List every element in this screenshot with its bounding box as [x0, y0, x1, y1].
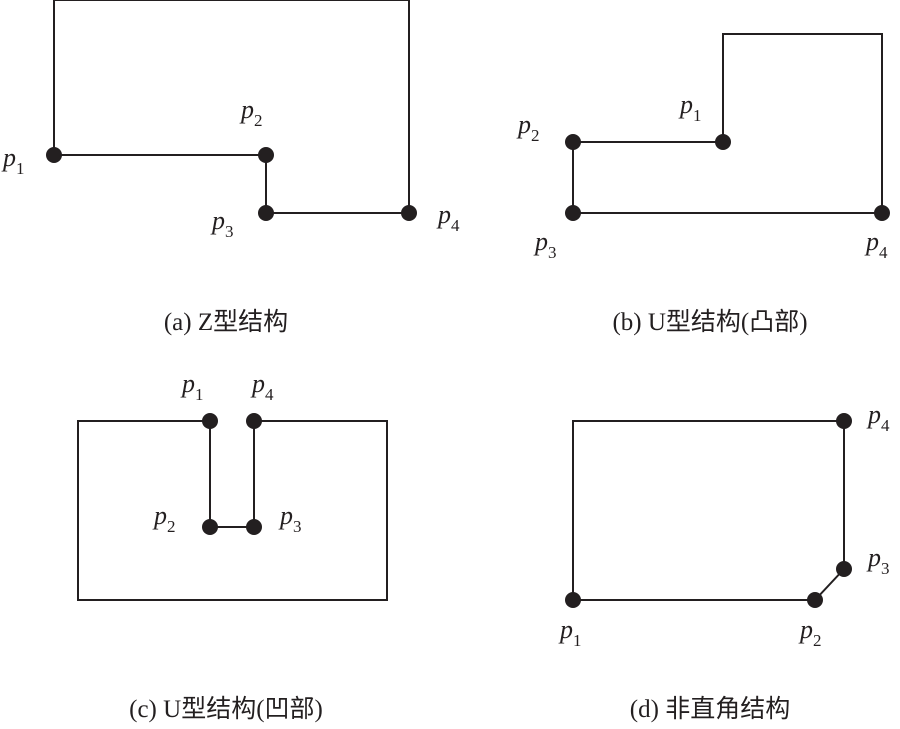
- panel-a-label-4: p4: [436, 200, 460, 235]
- panel-a-point-1: [46, 147, 62, 163]
- panel-b: p1 p2 p3 p4 (b) U型结构(凸部): [516, 33, 890, 336]
- panel-b-point-3: [565, 205, 581, 221]
- panel-c-point-3: [246, 519, 262, 535]
- panel-b-label-1: p1: [678, 90, 702, 125]
- panel-a-point-3: [258, 205, 274, 221]
- panel-b-point-4: [874, 205, 890, 221]
- panel-d: p4 p3 p1 p2 (d) 非直角结构: [558, 400, 890, 723]
- panel-a-label-3: p3: [210, 206, 234, 241]
- panel-b-caption: (b) U型结构(凸部): [612, 308, 807, 336]
- panel-a-label-2: p2: [239, 95, 263, 130]
- panel-a-label-1: p1: [1, 143, 25, 178]
- panel-b-outline: [572, 33, 883, 214]
- panel-a-point-2: [258, 147, 274, 163]
- panel-d-label-4: p4: [866, 400, 890, 435]
- panel-c-label-1: p1: [180, 369, 204, 404]
- panel-d-label-1: p1: [558, 615, 582, 650]
- panel-c-caption: (c) U型结构(凹部): [129, 695, 323, 723]
- panel-c-label-3: p3: [278, 501, 302, 536]
- panel-c-point-1: [202, 413, 218, 429]
- panel-c: p1 p4 p2 p3 (c) U型结构(凹部): [77, 369, 388, 723]
- panel-d-point-2: [807, 592, 823, 608]
- panel-b-label-2: p2: [516, 110, 540, 145]
- panel-b-point-2: [565, 134, 581, 150]
- panel-c-label-2: p2: [152, 501, 176, 536]
- panel-a-outline: [53, 0, 410, 214]
- panel-b-label-4: p4: [864, 227, 888, 262]
- panel-d-label-2: p2: [798, 615, 822, 650]
- panel-d-point-4: [836, 413, 852, 429]
- panel-a-caption: (a) Z型结构: [164, 308, 288, 336]
- panel-c-label-4: p4: [250, 369, 274, 404]
- panel-d-outline: [572, 420, 845, 601]
- panel-c-point-4: [246, 413, 262, 429]
- panel-a-point-4: [401, 205, 417, 221]
- panel-c-outline: [77, 420, 388, 601]
- panel-d-point-3: [836, 561, 852, 577]
- panel-d-point-1: [565, 592, 581, 608]
- panel-d-label-3: p3: [866, 543, 890, 578]
- panel-c-point-2: [202, 519, 218, 535]
- panel-b-point-1: [715, 134, 731, 150]
- panel-d-caption: (d) 非直角结构: [630, 695, 790, 723]
- panel-b-label-3: p3: [533, 227, 557, 262]
- panel-a: p1 p2 p3 p4 (a) Z型结构: [1, 0, 460, 336]
